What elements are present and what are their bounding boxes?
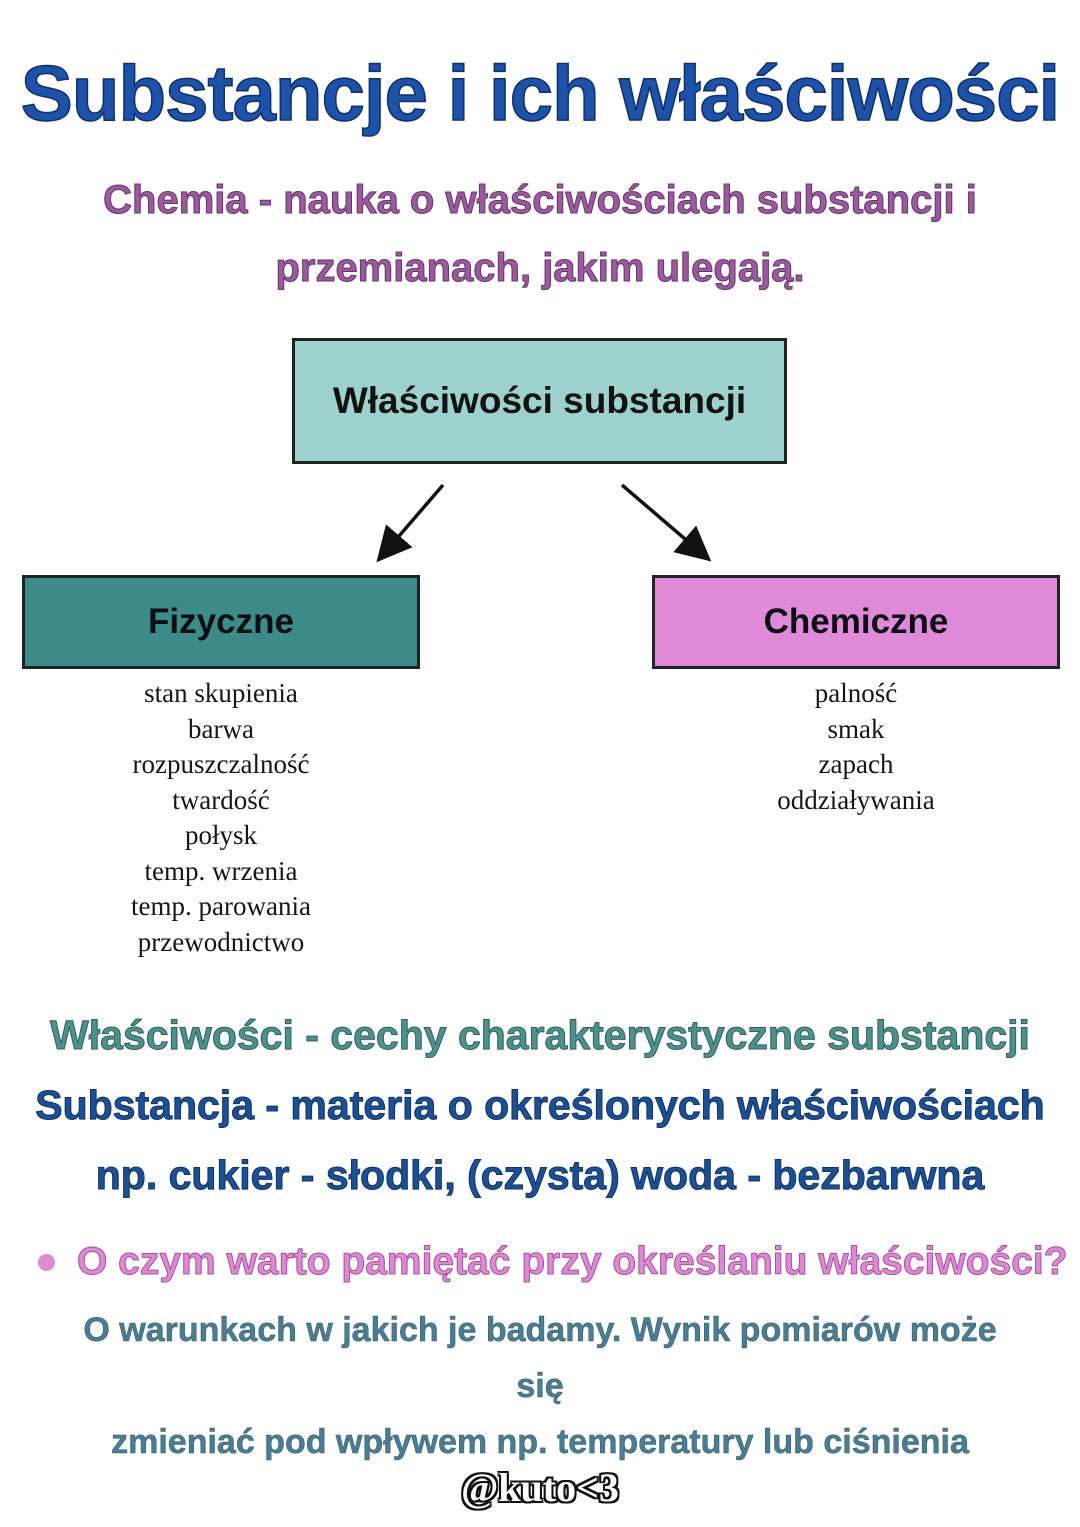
definition-example: np. cukier - słodki, (czysta) woda - bez… xyxy=(95,1152,985,1199)
list-item: temp. parowania xyxy=(131,891,311,921)
list-item: zapach xyxy=(818,749,894,779)
watermark: @kuto<3 xyxy=(461,1465,619,1510)
branch-arrows xyxy=(376,483,712,563)
chemiczne-properties-list: palność smak zapach oddziaływania xyxy=(652,676,1060,818)
answer-block: O warunkach w jakich je badamy. Wynik po… xyxy=(60,1302,1020,1470)
arrow-to-chemiczne xyxy=(620,483,712,562)
answer-line-1: O warunkach w jakich je badamy. Wynik po… xyxy=(83,1311,997,1406)
chemiczne-box: Chemiczne xyxy=(652,575,1060,669)
bullet-dot-icon xyxy=(38,1253,55,1271)
fizyczne-properties-list: stan skupienia barwa rozpuszczalność twa… xyxy=(22,676,420,960)
list-item: połysk xyxy=(184,820,257,850)
subtitle-line-2: przemianach, jakim ulegają. xyxy=(275,246,805,291)
arrow-to-fizyczne xyxy=(376,483,445,563)
definition-wlasciwosci: Właściwości - cechy charakterystyczne su… xyxy=(50,1012,1031,1059)
fizyczne-box: Fizyczne xyxy=(22,575,420,669)
definition-substancja: Substancja - materia o określonych właśc… xyxy=(35,1082,1045,1129)
page-subtitle: Chemia - nauka o właściwościach substanc… xyxy=(0,166,1080,302)
list-item: rozpuszczalność xyxy=(132,749,310,779)
question-text: O czym warto pamiętać przy określaniu wł… xyxy=(77,1240,1069,1284)
diagram-root-box: Właściwości substancji xyxy=(292,338,787,464)
list-item: smak xyxy=(827,713,885,744)
chemiczne-label: Chemiczne xyxy=(763,602,949,641)
list-item: temp. wrzenia xyxy=(144,855,298,886)
list-item: barwa xyxy=(188,713,254,744)
page-title: Substancje i ich właściwości xyxy=(20,48,1061,138)
diagram-root-label: Właściwości substancji xyxy=(332,380,747,421)
list-item: twardość xyxy=(172,784,270,815)
list-item: oddziaływania xyxy=(777,784,935,815)
definitions-block: Właściwości - cechy charakterystyczne su… xyxy=(0,1000,1080,1210)
list-item: stan skupienia xyxy=(144,678,298,708)
subtitle-line-1: Chemia - nauka o właściwościach substanc… xyxy=(103,178,978,223)
list-item: przewodnictwo xyxy=(137,926,305,957)
list-item: palność xyxy=(814,678,898,708)
fizyczne-label: Fizyczne xyxy=(148,602,294,641)
question-row: O czym warto pamiętać przy określaniu wł… xyxy=(30,1240,1068,1284)
answer-line-2: zmieniać pod wpływem np. temperatury lub… xyxy=(111,1423,969,1462)
